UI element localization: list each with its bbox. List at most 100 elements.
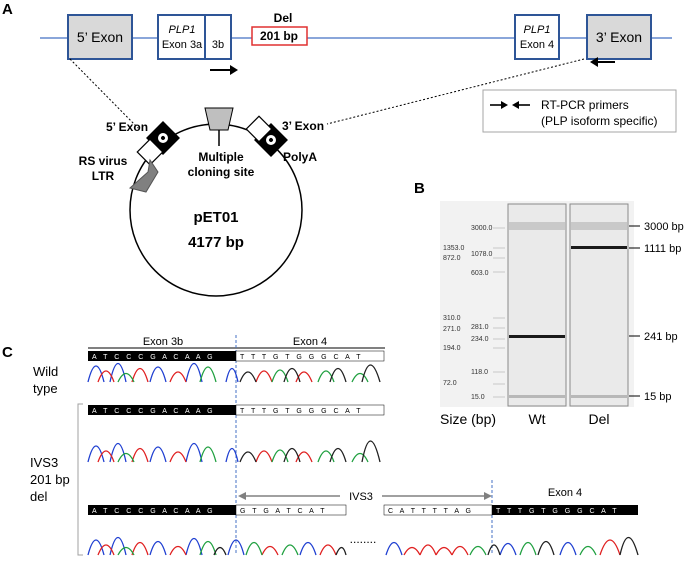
wt-band-241 (509, 335, 565, 338)
ladder-3000: 3000.0 (471, 225, 493, 232)
plasmid-five-prime-exon-label: 5’ Exon (106, 120, 148, 134)
del-label: Del (274, 11, 293, 25)
lane-wt-label: Wt (528, 411, 545, 427)
seq-del-4: T T T G T G G G C A T (240, 408, 363, 415)
legend-forward-arrowhead (501, 101, 508, 109)
wt-band-3000 (509, 222, 565, 230)
wild-label-1: Wild (33, 364, 58, 379)
size-15: 15 bp (644, 391, 672, 403)
size-241: 241 bp (644, 331, 678, 343)
plp1-label-b: PLP1 (524, 24, 551, 36)
panel-c-label: C (2, 344, 13, 361)
ladder-234: 234.0 (471, 336, 489, 343)
rs-virus-label: RS virus (79, 154, 128, 168)
five-prime-exon-box (67, 14, 133, 60)
primer-legend-box (482, 89, 677, 133)
seq-bar-wt-3b (88, 351, 236, 361)
seq-mut-ivs2: C A T T T T A G (388, 508, 474, 515)
plasmid-three-prime-exon-label: 3’ Exon (282, 119, 324, 133)
panel-a-label: A (2, 1, 13, 18)
polya-label: PolyA (283, 150, 317, 164)
ladder-1353: 1353.0 (443, 245, 465, 252)
connector-three-prime (326, 58, 585, 125)
legend-reverse-arrowhead (512, 101, 519, 109)
reverse-primer-arrowhead (590, 57, 598, 67)
ladder-118: 118.0 (471, 369, 488, 376)
ladder-72: 72.0 (443, 380, 457, 387)
exon4-label: Exon 4 (520, 39, 554, 51)
rs-virus-ltr-arrow (128, 158, 159, 193)
ivs3-label-2: 201 bp (30, 472, 70, 487)
seq-bar-del-4 (235, 404, 385, 416)
seq-mut-3b: A T C C C G A C A A G (92, 508, 215, 515)
ivs3-arrowhead-left (238, 492, 246, 500)
del-band-1111 (571, 246, 627, 249)
deletion-size-label: 201 bp (260, 29, 298, 43)
seq-wt-4: T T T G T G G G C A T (240, 354, 363, 361)
three-prime-exon-box (586, 14, 652, 60)
legend-line2: (PLP isoform specific) (541, 114, 657, 128)
three-prime-exon-label: 3’ Exon (596, 29, 642, 45)
exon3a-label: Exon 3a (162, 39, 203, 51)
del-band-3000 (571, 222, 627, 230)
ladder-1078: 1078.0 (471, 251, 493, 258)
ivs3-arrow-label: IVS3 (349, 491, 373, 503)
seq-del-3b: A T C C C G A C A A G (92, 408, 215, 415)
seq-bar-del-3b (88, 405, 236, 415)
plasmid-five-prime-intron (136, 138, 164, 166)
seq-mut-ivs: G T G A T C A T (240, 508, 327, 515)
size-marker-lines (629, 225, 640, 397)
lane-wt (507, 203, 567, 407)
ladder-310: 310.0 (443, 315, 461, 322)
chromatogram-wt (87, 362, 381, 383)
exon3a-box (157, 14, 206, 60)
size-marker-labels: 3000 bp 1111 bp 241 bp 15 bp (644, 221, 684, 403)
ladder-ticks (493, 227, 505, 398)
size-1111: 1111 bp (644, 243, 681, 255)
mcs-label-line2: cloning site (188, 165, 255, 179)
ltr-label: LTR (92, 169, 115, 183)
seq-bar-wt-4 (235, 350, 385, 362)
ivs3-arrowhead-right (484, 492, 492, 500)
connector-five-prime (69, 58, 139, 129)
mutant-bracket (77, 403, 83, 556)
size-3000: 3000 bp (644, 221, 684, 233)
forward-primer-arrowhead (230, 65, 238, 75)
seq-bar-mut-4 (492, 505, 638, 515)
five-prime-exon-label: 5’ Exon (77, 29, 123, 45)
wild-label-2: type (33, 381, 58, 396)
mcs-label-line1: Multiple (198, 150, 244, 164)
ladder-labels: 3000.0 1353.0 872.0 1078.0 603.0 310.0 2… (443, 225, 493, 401)
exon3b-label: 3b (212, 39, 224, 51)
ladder-872: 872.0 (443, 255, 461, 262)
deletion-box (251, 26, 308, 46)
exon3b-box (204, 14, 232, 60)
exon4-bottom-label: Exon 4 (548, 487, 582, 499)
seq-mut-4: T T T G T G G G C A T (496, 508, 619, 515)
ladder-281: 281.0 (471, 324, 489, 331)
ivs3-label-1: IVS3 (30, 455, 58, 470)
ladder-15: 15.0 (471, 394, 485, 401)
exon4-header: Exon 4 (293, 336, 327, 348)
del-band-15 (571, 395, 627, 398)
ladder-271: 271.0 (443, 326, 461, 333)
seq-bar-mut-ivs (235, 504, 347, 516)
plp1-label-a: PLP1 (169, 24, 196, 36)
gap-dots: ........ (350, 532, 377, 546)
lane-del-label: Del (588, 411, 609, 427)
wt-band-15 (509, 395, 565, 398)
plasmid-name: pET01 (193, 209, 238, 226)
exon4-box (514, 14, 560, 60)
lane-del (569, 203, 629, 407)
plasmid-three-prime-intron (245, 115, 273, 143)
exon3b-header: Exon 3b (143, 336, 183, 348)
legend-line1: RT-PCR primers (541, 98, 629, 112)
ladder-603: 603.0 (471, 270, 489, 277)
multiple-cloning-site-marker (204, 107, 234, 131)
ladder-194: 194.0 (443, 345, 461, 352)
plasmid-size: 4177 bp (188, 234, 244, 251)
chromatogram-del (87, 440, 381, 463)
panel-b-label: B (414, 180, 425, 197)
seq-bar-mut-3b (88, 505, 236, 515)
